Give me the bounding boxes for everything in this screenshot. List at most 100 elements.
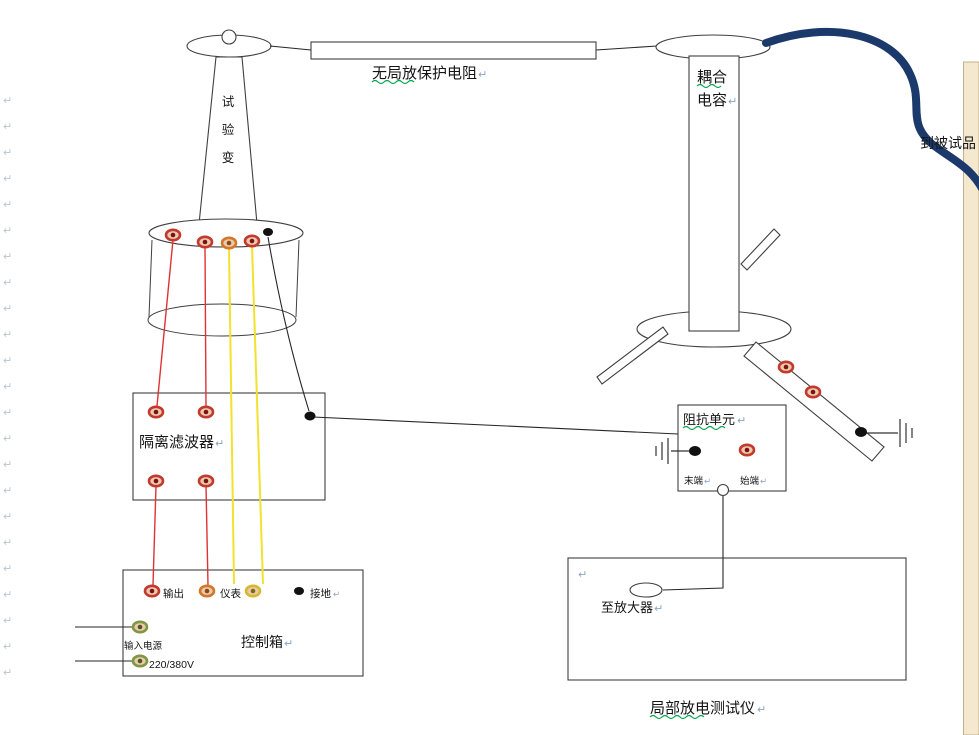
wire-transformer-to-control-yellow	[228, 245, 264, 585]
margin-return-mark: ↵	[3, 563, 12, 575]
return-mark: ↵	[654, 603, 663, 615]
margin-return-mark: ↵	[3, 511, 12, 523]
scrollbar-strip[interactable]	[963, 61, 979, 735]
terminal-black	[294, 587, 304, 595]
voltage-label: 220/380V	[149, 659, 194, 671]
spellcheck-squiggle	[371, 79, 415, 85]
wire-filter-to-impedance	[312, 416, 679, 435]
spellcheck-squiggle	[682, 425, 726, 431]
terminal-yellow	[244, 584, 262, 598]
terminal-red	[197, 405, 215, 419]
terminal-red	[243, 234, 261, 248]
amplifier-connector	[629, 582, 663, 598]
coupling-capacitor	[596, 34, 885, 462]
terminal-red	[196, 235, 214, 249]
return-mark: ↵	[728, 96, 737, 108]
input-power-label: 输入电源	[124, 640, 163, 652]
terminal-red	[738, 443, 756, 457]
return-mark: ↵	[760, 476, 767, 486]
return-mark: ↵	[284, 638, 293, 650]
margin-return-mark: ↵	[3, 121, 12, 133]
capacitor-label-line2: 电容	[697, 92, 727, 109]
transformer-label-char3: 变	[222, 150, 235, 165]
return-mark: ↵	[478, 69, 487, 81]
margin-return-mark: ↵	[3, 537, 12, 549]
terminal-orange	[220, 236, 238, 250]
margin-marks: ↵↵↵↵↵↵↵↵↵↵↵↵↵↵↵↵↵↵↵↵↵↵↵	[3, 95, 12, 679]
margin-return-mark: ↵	[3, 355, 12, 367]
spellcheck-squiggle	[696, 83, 722, 89]
terminal-black	[855, 427, 867, 437]
margin-return-mark: ↵	[3, 199, 12, 211]
margin-return-mark: ↵	[3, 589, 12, 601]
margin-return-mark: ↵	[3, 641, 12, 653]
margin-return-mark: ↵	[3, 407, 12, 419]
capacitor-leg-upper	[740, 228, 781, 271]
margin-return-mark: ↵	[3, 615, 12, 627]
control-box	[122, 569, 364, 677]
to-test-object-label: 到被试品	[920, 135, 976, 151]
output-label: 输出	[163, 587, 184, 600]
margin-return-mark: ↵	[3, 459, 12, 471]
impedance-end-label: 末端	[684, 475, 704, 487]
terminal-red	[147, 405, 165, 419]
margin-return-mark: ↵	[3, 329, 12, 341]
capacitor-terminal-board	[743, 341, 885, 462]
wire-filter-to-control-red	[152, 485, 209, 586]
meter-label: 仪表	[220, 587, 241, 600]
terminal-green	[131, 654, 149, 668]
to-amplifier-label: 至放大器	[601, 600, 653, 615]
terminal-black	[263, 228, 273, 236]
return-mark: ↵	[333, 589, 340, 599]
transformer-label-char1: 试	[222, 94, 235, 109]
input-power-lines	[75, 626, 134, 662]
wire-transformer-to-filter-red	[156, 239, 207, 407]
capacitor-label-line1: 耦合	[697, 69, 727, 86]
spellcheck-squiggle	[649, 714, 705, 720]
terminal-red	[804, 385, 822, 399]
margin-return-mark: ↵	[3, 225, 12, 237]
terminal-orange	[198, 584, 216, 598]
terminal-red	[777, 360, 795, 374]
filter-label: 隔离滤波器	[139, 434, 214, 451]
impedance-bottom-connector	[716, 483, 730, 497]
capacitor-top-cap	[655, 34, 771, 60]
wire-transformer-to-resistor	[269, 45, 312, 51]
hv-cable	[762, 28, 979, 192]
tester-return-mark: ↵	[578, 569, 587, 581]
margin-return-mark: ↵	[3, 303, 12, 315]
tester-box	[567, 557, 907, 681]
return-mark: ↵	[737, 415, 746, 427]
return-mark: ↵	[215, 438, 224, 450]
filter-box	[132, 392, 326, 501]
control-box-label: 控制箱	[241, 634, 283, 650]
capacitor-column	[688, 55, 740, 332]
ground-label: 接地	[310, 587, 331, 600]
impedance-start-label: 始端	[740, 475, 760, 487]
margin-return-mark: ↵	[3, 667, 12, 679]
terminal-red	[197, 474, 215, 488]
ground-symbol-left	[655, 438, 689, 464]
margin-return-mark: ↵	[3, 173, 12, 185]
ground-symbol-right	[866, 419, 913, 447]
transformer-label-char2: 验	[222, 122, 235, 137]
resistor-label: 无局放保护电阻	[372, 65, 477, 82]
margin-return-mark: ↵	[3, 147, 12, 159]
terminal-red	[143, 584, 161, 598]
margin-return-mark: ↵	[3, 485, 12, 497]
margin-return-mark: ↵	[3, 251, 12, 263]
transformer-base-cylinder	[148, 239, 300, 318]
wire-transformer-ground-black	[267, 236, 310, 412]
transformer-base-ring	[147, 303, 297, 337]
impedance-label: 阻抗单元	[683, 412, 735, 427]
wire-resistor-to-capacitor	[595, 45, 658, 51]
return-mark: ↵	[704, 476, 711, 486]
margin-return-mark: ↵	[3, 277, 12, 289]
test-transformer: 试 验 变	[147, 29, 304, 337]
return-mark: ↵	[757, 704, 766, 716]
tester-label: 局部放电测试仪	[650, 700, 755, 717]
terminal-green	[131, 620, 149, 634]
margin-return-mark: ↵	[3, 433, 12, 445]
capacitor-leg-left	[596, 326, 669, 385]
